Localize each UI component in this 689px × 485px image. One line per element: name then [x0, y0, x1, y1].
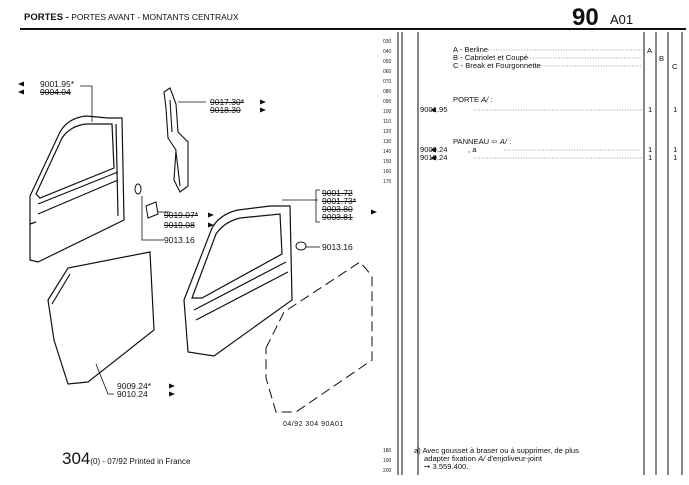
part-ref-9001-95: 9001.95: [420, 105, 448, 114]
variant-b: B - Cabriolet et Coupé: [453, 53, 529, 62]
section-panneau: PANNEAU ⇦ A/ :: [453, 137, 512, 146]
leaders: [474, 49, 642, 159]
part-ref-9009-24: 9009.24: [420, 145, 448, 154]
col-a-label: A: [647, 46, 653, 55]
qty-c: 1: [673, 145, 678, 154]
callout-9003-80: 9003.80: [322, 204, 353, 214]
callout-9003-81: 9003.81: [322, 212, 353, 222]
callout-9001-95: 9001.95*: [40, 79, 75, 89]
qty-a: 1: [648, 105, 653, 114]
callout-9018-30: 9018.30: [210, 105, 241, 115]
bracket: [145, 201, 159, 219]
qty-c: 1: [673, 153, 678, 162]
note-line1: a) Avec gousset à braser ou à supprimer,…: [414, 446, 579, 455]
col-c-label: C: [672, 62, 678, 71]
table-grid: [397, 32, 683, 475]
callout-9019-07: 9019.07*: [164, 210, 199, 220]
note-line3: ➞ 3.559.400.: [424, 462, 469, 471]
line-numbers-bottom: 180 190 200: [383, 448, 392, 474]
header-rule: [20, 28, 686, 30]
page-code: A01: [610, 12, 634, 27]
door-skin-right: [265, 261, 373, 413]
qty-a: 1: [648, 153, 653, 162]
callout-9004-04: 9004.04: [40, 87, 71, 97]
drawing-code: 04/92 304 90A01: [283, 421, 344, 428]
callout-lines: [80, 85, 320, 395]
title-bold: PORTES -: [24, 12, 69, 23]
callout-9017-30: 9017.30*: [210, 97, 245, 107]
callout-9013-16-a: 9013.16: [164, 235, 195, 245]
col-b-label: B: [659, 54, 665, 63]
variant-a: A - Berline: [453, 45, 489, 54]
section-porte: PORTE A/ :: [453, 95, 493, 104]
door-right-complete: [183, 205, 293, 357]
note-line2: adapter fixation A/ d'enjoliveur-joint: [424, 454, 543, 463]
plug: [295, 241, 307, 251]
qty-a: 1: [648, 145, 653, 154]
title-rest: PORTES AVANT - MONTANTS CENTRAUX: [71, 12, 239, 22]
callout-9001-73: 9001.73*: [322, 196, 357, 206]
door-skin-left: [47, 251, 155, 385]
page-number: 90: [572, 4, 599, 31]
pillar: [163, 87, 189, 193]
callout-9001-72: 9001.72: [322, 188, 353, 198]
line-numbers-top: 030 040 050 060 070 080 090 100 110 120 …: [383, 39, 392, 185]
callout-9010-24: 9010.24: [117, 389, 148, 399]
part-ref-9010-24: 9010.24: [420, 153, 448, 162]
callout-9019-08: 9019.08: [164, 220, 195, 230]
variant-c: C - Break et Fourgonnette: [453, 61, 541, 70]
qty-c: 1: [673, 105, 678, 114]
part-desc-9009-24: , a: [468, 145, 477, 154]
callout-9009-24: 9009.24*: [117, 381, 152, 391]
callout-9013-16-b: 9013.16: [322, 242, 353, 252]
page-title: PORTES - PORTES AVANT - MONTANTS CENTRAU…: [24, 12, 239, 23]
footer: 304(0) - 07/92 Printed in France: [62, 449, 191, 468]
door-left-complete: [29, 115, 125, 263]
arrow-symbols: [18, 81, 436, 397]
grommet: [134, 183, 142, 195]
